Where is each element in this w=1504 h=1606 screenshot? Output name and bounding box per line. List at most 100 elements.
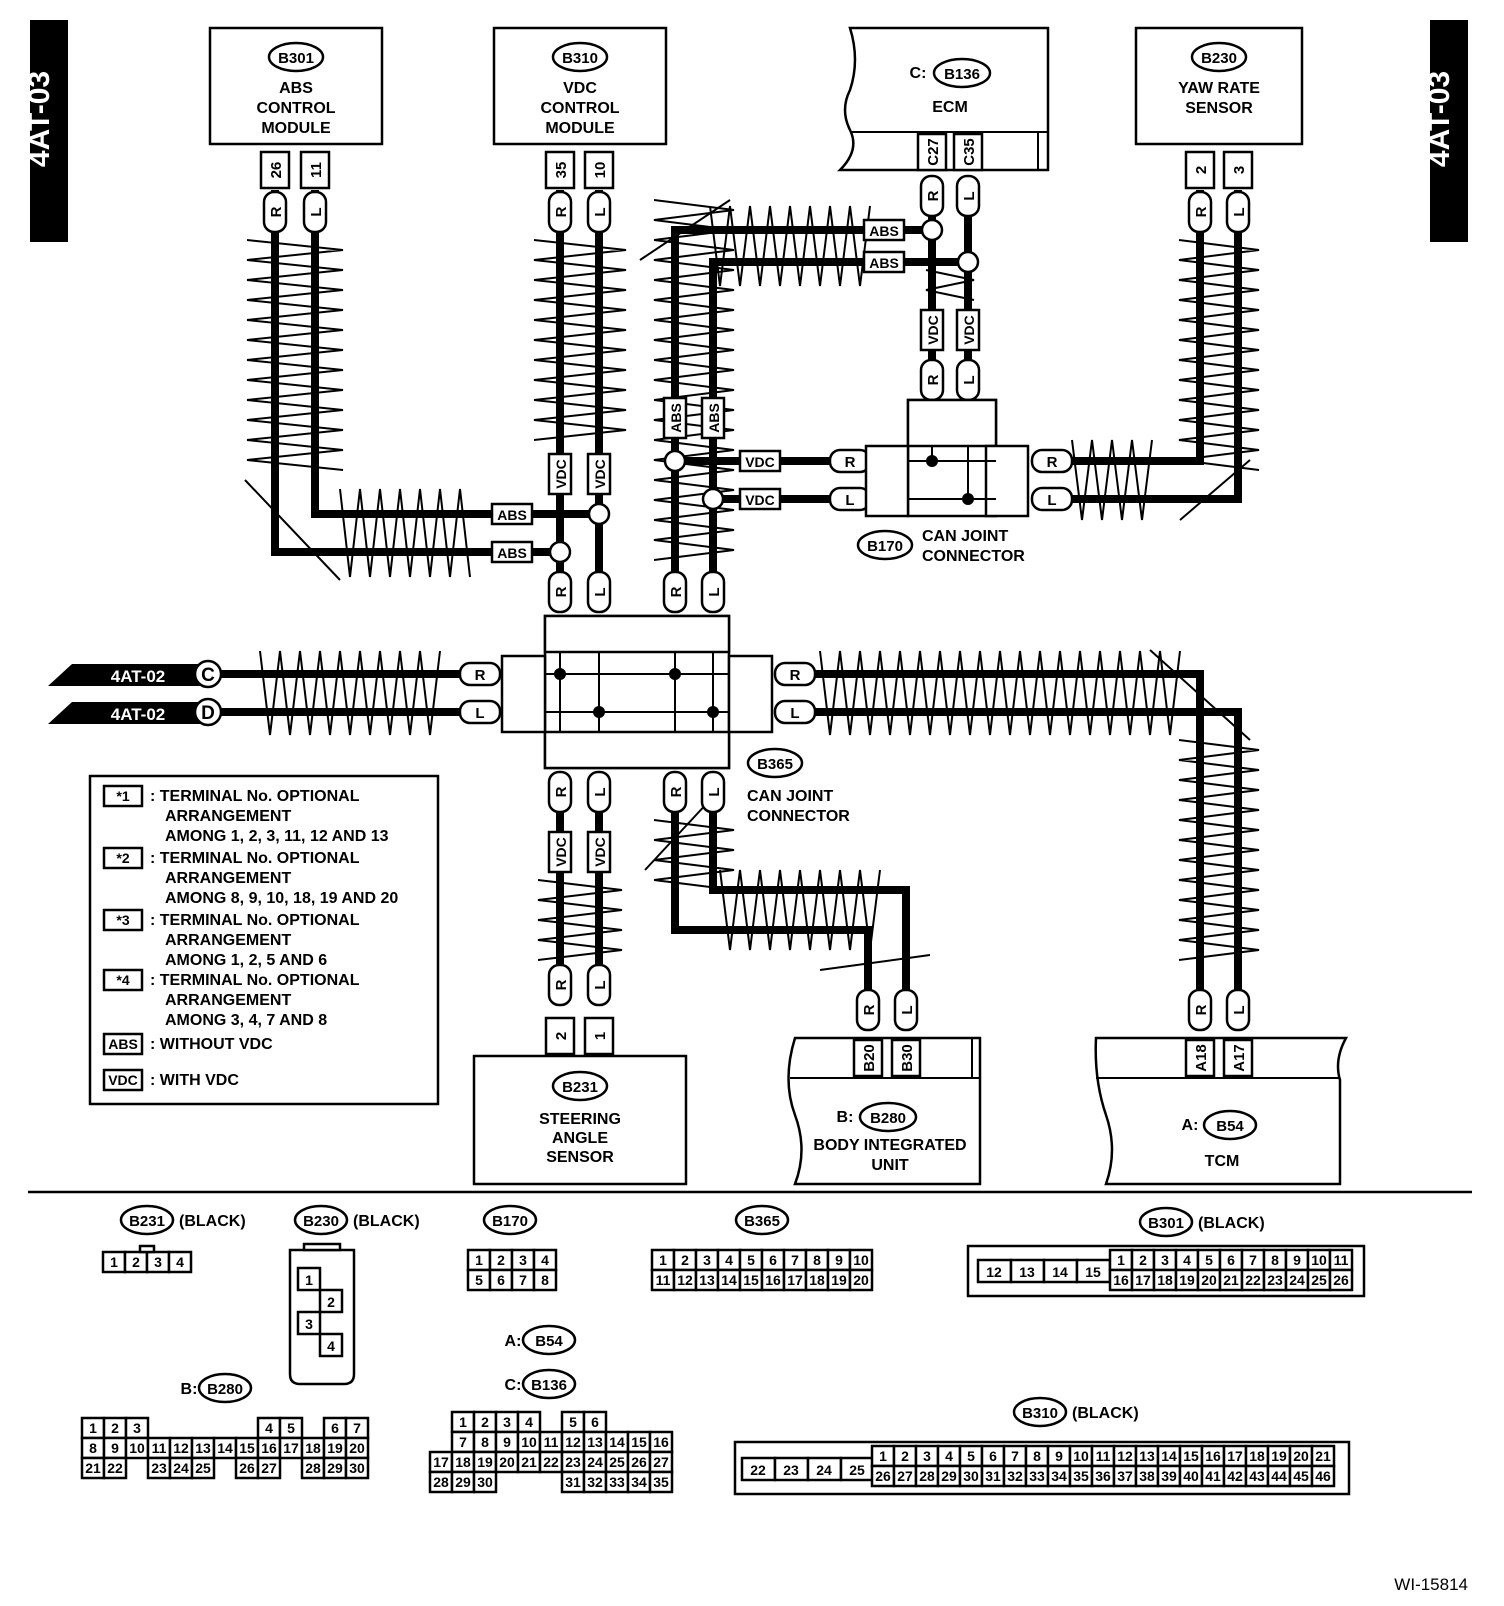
option-tag: ABS [862,218,906,242]
pin-cell: 19 [1179,1272,1195,1288]
pin-cell: 18 [305,1440,321,1456]
pin-cell: 1 [1117,1252,1125,1268]
pin-cell: 10 [521,1434,537,1450]
pin-cell: 22 [543,1454,559,1470]
pin-socket: 2 [544,1016,576,1056]
option-tag: VDC [547,452,573,496]
connector-id: B231(BLACK) [119,1204,246,1236]
connector-id-text: B231 [129,1213,165,1230]
zigzag-symbol [1178,239,1260,471]
wire-color: R [861,1004,878,1015]
wire-color-pill: R [547,190,573,234]
option-tag-text: ABS [706,403,722,433]
wire-color-pill: R [662,770,688,814]
wire-color-tags: RLRLRLRLRLVDCVDC*3*4ABSABSABSABSVDCVDCAB… [262,174,1251,1032]
pin-cell: 29 [327,1460,343,1476]
wire-color: L [706,787,723,796]
pin-socket: A18 [1184,1038,1216,1078]
zigzag-symbol [925,269,975,301]
pin-cell: 18 [1157,1272,1173,1288]
legend-text: AMONG 1, 2, 3, 11, 12 AND 13 [165,828,389,845]
svg-text:4AT-02: 4AT-02 [111,667,166,686]
pin-cell: 23 [1267,1272,1283,1288]
pin-cell: 5 [967,1448,975,1464]
pin-cell: 3 [503,1414,511,1430]
wire-color-pill: L [586,963,612,1007]
wire-color-pill: R [547,770,573,814]
pin-cell: 13 [1019,1264,1035,1280]
pin-cell: 6 [1227,1252,1235,1268]
pin-cell: 4 [265,1420,273,1436]
pin-cell: 6 [331,1420,339,1436]
pin-cell: 6 [591,1414,599,1430]
option-tag: VDC [738,449,782,473]
wire-color: L [1047,492,1056,509]
legend-text: AMONG 1, 2, 5 AND 6 [165,952,327,969]
pin-cell: 10 [1311,1252,1327,1268]
wire-color-pill: R [547,963,573,1007]
wire-color: L [899,1005,916,1014]
zigzag-diagonal [819,954,931,971]
pin-cell: 8 [541,1272,549,1288]
pin-cell: 17 [1135,1272,1151,1288]
option-tag: ABS [490,540,534,564]
pin-cell: 36 [1095,1468,1111,1484]
pin-cell: 3 [305,1316,313,1332]
pin-cell: 28 [919,1468,935,1484]
pin-cell: 7 [1011,1448,1019,1464]
splice-circle [587,502,611,526]
svg-text:A:: A: [1182,1117,1199,1134]
legend-item: ABS: WITHOUT VDC [102,1032,273,1056]
wire-color-pill: L [302,190,328,234]
pin-cell: 24 [1289,1272,1305,1288]
pin-cell: 25 [1311,1272,1327,1288]
tcm-module: A: B54 TCM [1094,1036,1349,1186]
wire-color: R [553,979,570,990]
pin-cell: 10 [129,1440,145,1456]
wire-color: L [961,375,978,384]
wire-color: R [475,667,486,684]
wire-color: L [592,787,609,796]
legend-key: *2 [116,850,129,866]
pin-number: 11 [308,162,325,178]
pin-number: 10 [592,162,609,179]
connector-id-text: B136 [531,1377,567,1394]
splice-points [548,218,980,564]
wire-color-pill: R [1187,988,1213,1032]
legend-text: : TERMINAL No. OPTIONAL [150,972,360,989]
connector-id: A:B54 [505,1324,577,1356]
pin-cell: 33 [609,1474,625,1490]
pin-cell: 13 [195,1440,211,1456]
wire-color: R [668,786,685,797]
pin-cell: 8 [1033,1448,1041,1464]
pin-socket: 35 [544,150,576,190]
offpage-connector-d: 4AT-02 D [48,697,223,727]
pin-cell: 23 [151,1460,167,1476]
pin-number: 35 [553,162,570,179]
legend-text: AMONG 3, 4, 7 AND 8 [165,1012,327,1029]
pin-cell: 37 [1117,1468,1133,1484]
svg-text:CONTROL: CONTROL [256,100,335,117]
svg-text:SENSOR: SENSOR [546,1149,614,1166]
pin-cell: 29 [941,1468,957,1484]
pin-cell: 2 [1139,1252,1147,1268]
option-tag: VDC [586,452,612,496]
pin-cell: 17 [433,1454,449,1470]
svg-text:B365: B365 [757,756,793,773]
wire-color: L [845,492,854,509]
zigzag-symbol [709,205,871,287]
pin-cell: 7 [353,1420,361,1436]
pin-cell: 13 [1139,1448,1155,1464]
pin-cell: 8 [813,1252,821,1268]
pin-cell: 26 [631,1454,647,1470]
pin-cell: 34 [1051,1468,1067,1484]
wire-color-pill: L [955,358,981,402]
pin-number: 2 [553,1032,570,1040]
svg-text:B301: B301 [278,50,314,67]
pin-cell: 23 [565,1454,581,1470]
wire-color-pill: L [893,988,919,1032]
